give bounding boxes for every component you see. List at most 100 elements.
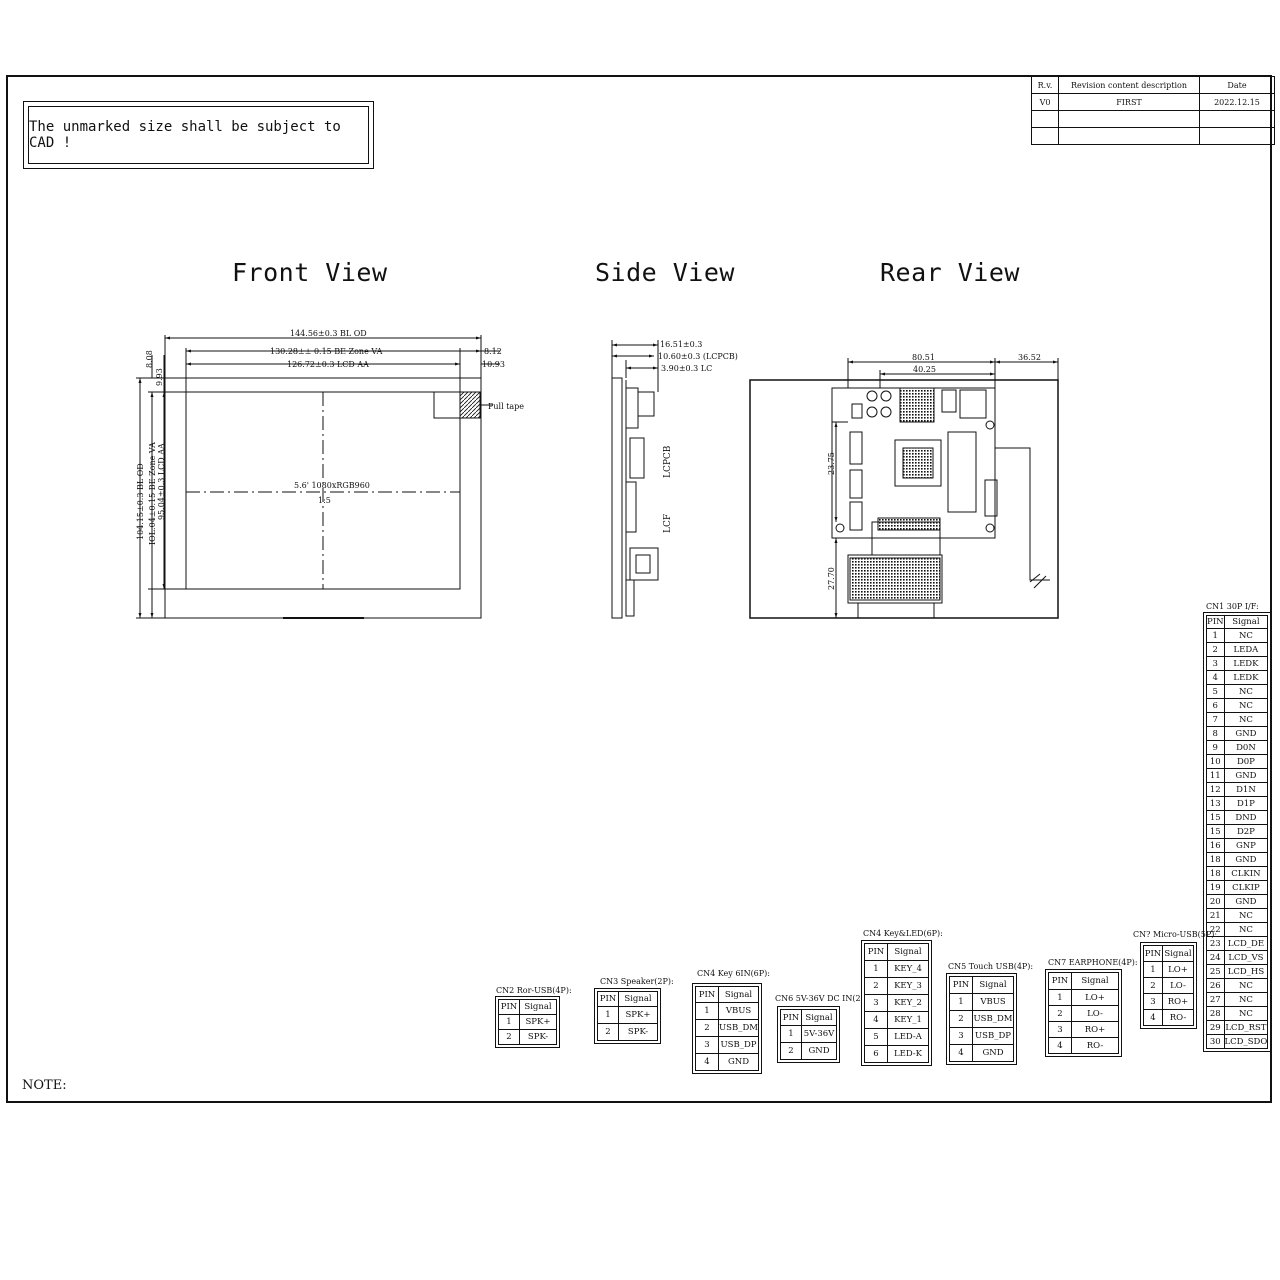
table-header-signal: Signal — [972, 976, 1014, 994]
table-header-row: PIN Signal — [864, 943, 929, 961]
revision-row — [1031, 127, 1275, 145]
table-header-signal: Signal — [1223, 615, 1269, 629]
pin-signal: LED-A — [887, 1028, 929, 1046]
cn3-title: CN3 Speaker(2P): — [600, 977, 674, 986]
pin-number: 2 — [780, 1042, 802, 1060]
side-lcpcb-label: LCPCB — [663, 445, 673, 478]
pin-signal: D1N — [1223, 782, 1269, 797]
pin-number: 2 — [949, 1010, 973, 1028]
pin-number: 4 — [695, 1053, 719, 1071]
dim-text: 3.90±0.3 LC — [661, 364, 712, 373]
side-dc-jack-inner — [635, 554, 651, 574]
revision-cell — [1199, 127, 1275, 145]
pin-number: 2 — [1143, 977, 1163, 994]
pin-signal: NC — [1223, 992, 1269, 1007]
front-scale-label: 1:5 — [318, 496, 331, 505]
pin-number: 4 — [949, 1044, 973, 1062]
table-header-signal: Signal — [887, 943, 929, 961]
pin-signal: LEDK — [1223, 670, 1269, 685]
pin-number: 2 — [1206, 642, 1225, 657]
table-header-pin: PIN — [597, 991, 619, 1007]
table-header-row: PIN Signal — [498, 999, 557, 1015]
pin-number: 2 — [498, 1029, 520, 1045]
pin-number: 4 — [864, 1011, 888, 1029]
table-header-signal: Signal — [519, 999, 557, 1015]
pin-number: 1 — [864, 960, 888, 978]
rear-small-part — [941, 389, 957, 413]
pin-signal: LCD_SDO — [1223, 1034, 1269, 1049]
cn8-title: CN? Micro-USB(5P): — [1133, 930, 1218, 939]
pin-signal: LCD_DE — [1223, 936, 1269, 951]
rear-mount-hole — [985, 523, 995, 533]
pin-number: 2 — [597, 1023, 619, 1041]
pin-signal: KEY_3 — [887, 977, 929, 995]
table-header-row: PIN Signal — [597, 991, 658, 1007]
pin-signal: RO+ — [1071, 1021, 1119, 1038]
pull-tape-hatch — [459, 391, 481, 419]
dim-text: 23.75 — [827, 452, 836, 475]
rear-capacitor — [880, 406, 892, 418]
side-view-title: Side View — [595, 258, 735, 287]
cn7-title: CN7 EARPHONE(4P): — [1048, 958, 1138, 967]
pin-signal: KEY_2 — [887, 994, 929, 1012]
rear-connector-left — [849, 469, 863, 499]
rear-cable — [995, 447, 1050, 581]
pin-number: 27 — [1206, 992, 1225, 1007]
pin-signal: D2P — [1223, 824, 1269, 839]
rear-view-title: Rear View — [880, 258, 1020, 287]
pin-number: 2 — [864, 977, 888, 995]
cn4a-title: CN4 Key 6IN(6P): — [697, 969, 770, 978]
pull-tape-box — [433, 391, 461, 419]
dim-text: 10.93 — [482, 360, 505, 369]
pin-signal: 5V-36V — [801, 1025, 837, 1043]
pin-number: 16 — [1206, 838, 1225, 853]
pin-number: 2 — [1048, 1005, 1072, 1022]
pin-number: 11 — [1206, 768, 1225, 783]
cn5-title: CN5 Touch USB(4P): — [948, 962, 1034, 971]
pin-signal: LEDK — [1223, 656, 1269, 671]
pin-number: 7 — [1206, 712, 1225, 727]
dim-text: 8.12 — [484, 347, 502, 356]
table-header-row: PIN Signal — [780, 1009, 837, 1026]
dim-text: 16.51±0.3 — [660, 340, 702, 349]
pin-signal: SPK+ — [618, 1006, 658, 1024]
dim-text: 104.15±0.3 BL OD — [136, 463, 145, 540]
pin-number: 1 — [1048, 989, 1072, 1006]
pin-number: 6 — [864, 1045, 888, 1063]
table-header-row: PIN Signal — [695, 986, 760, 1003]
rear-capacitor — [880, 390, 892, 402]
pin-signal: SPK- — [618, 1023, 658, 1041]
pin-number: 1 — [1206, 628, 1225, 643]
